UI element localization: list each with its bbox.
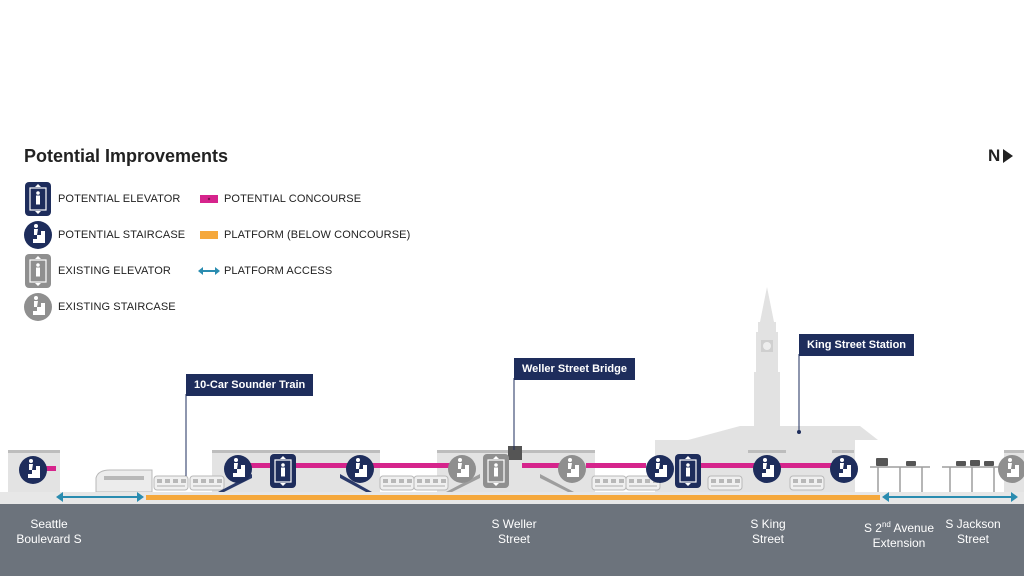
existing-staircase-icon: [24, 293, 52, 321]
north-label: N: [988, 146, 1001, 165]
potential-elevator-icon: [24, 181, 52, 217]
legend-label: POTENTIAL ELEVATOR: [58, 193, 181, 205]
sounder-train: [95, 469, 825, 493]
potential-staircase-icon: [24, 221, 52, 249]
street-suffix: Avenue: [890, 521, 935, 535]
street-prefix: S 2: [863, 521, 882, 535]
existing-staircase-icon: [558, 455, 586, 483]
king-callout-dot: [797, 430, 801, 434]
legend-existing-elevator: EXISTING ELEVATOR: [58, 265, 171, 277]
legend-label: EXISTING STAIRCASE: [58, 301, 176, 313]
legend-potential-concourse: POTENTIAL CONCOURSE: [224, 193, 361, 205]
potential-staircase-icon: [19, 456, 47, 484]
street-label-line: Street: [956, 532, 989, 546]
legend-existing-staircase: EXISTING STAIRCASE: [58, 301, 176, 313]
elevated-roadways: [870, 458, 1004, 492]
street-label-line: Street: [497, 532, 530, 546]
existing-staircase-icon: [448, 455, 476, 483]
weller-bridge-callout: Weller Street Bridge: [514, 358, 635, 380]
page-title: Potential Improvements: [24, 146, 229, 166]
legend-potential-staircase: POTENTIAL STAIRCASE: [58, 229, 185, 241]
platform-swatch: [200, 231, 218, 239]
ground-band: [0, 504, 1024, 576]
legend-platform: PLATFORM (BELOW CONCOURSE): [224, 229, 410, 241]
legend-label: POTENTIAL CONCOURSE: [224, 193, 362, 205]
existing-elevator-icon: [24, 253, 52, 289]
street-label-line: Seattle: [30, 517, 68, 531]
platform-access-arrow-south: [56, 492, 144, 502]
potential-elevator-icon: [674, 453, 702, 489]
legend-label: PLATFORM ACCESS: [224, 265, 333, 277]
potential-staircase-icon: [753, 455, 781, 483]
legend-label: POTENTIAL STAIRCASE: [58, 229, 186, 241]
potential-staircase-icon: [224, 455, 252, 483]
street-label-line: S King: [750, 517, 786, 531]
north-arrow-icon: [1003, 149, 1014, 163]
legend-potential-elevator: POTENTIAL ELEVATOR: [58, 193, 180, 205]
existing-staircase-icon: [998, 455, 1024, 483]
street-superscript: nd: [881, 520, 891, 529]
street-label-jackson: S Jackson Street: [940, 517, 1006, 547]
street-label-line: Extension: [872, 536, 926, 550]
street-label-weller: S Weller Street: [474, 517, 554, 547]
street-label-second-ave: S 2nd Avenue Extension: [856, 517, 942, 551]
existing-elevator-icon: [482, 453, 510, 489]
street-label-line: Boulevard S: [16, 532, 82, 546]
street-label-line: Street: [751, 532, 784, 546]
street-label-line: S Weller: [491, 517, 537, 531]
potential-staircase-icon: [346, 455, 374, 483]
street-label-seattle-blvd: Seattle Boulevard S: [6, 517, 92, 547]
platform-line: [146, 495, 880, 500]
potential-elevator-icon: [269, 453, 297, 489]
legend-platform-access: PLATFORM ACCESS: [224, 265, 332, 277]
king-station-callout: King Street Station: [799, 334, 915, 356]
potential-staircase-icon: [646, 455, 674, 483]
king-street-station-building: [688, 287, 878, 440]
potential-staircase-icon: [830, 455, 858, 483]
legend-label: PLATFORM (BELOW CONCOURSE): [224, 229, 411, 241]
platform-access-arrow-north: [882, 492, 1018, 502]
street-label-line: S Jackson: [945, 517, 1001, 531]
legend-label: EXISTING ELEVATOR: [58, 265, 171, 277]
street-label-line: S 2nd Avenue: [856, 517, 942, 536]
concourse-swatch: [200, 195, 218, 203]
double-arrow-icon: [198, 267, 220, 275]
street-label-king: S King Street: [732, 517, 804, 547]
sounder-train-callout: 10-Car Sounder Train: [186, 374, 314, 396]
north-indicator: N: [988, 146, 1014, 166]
